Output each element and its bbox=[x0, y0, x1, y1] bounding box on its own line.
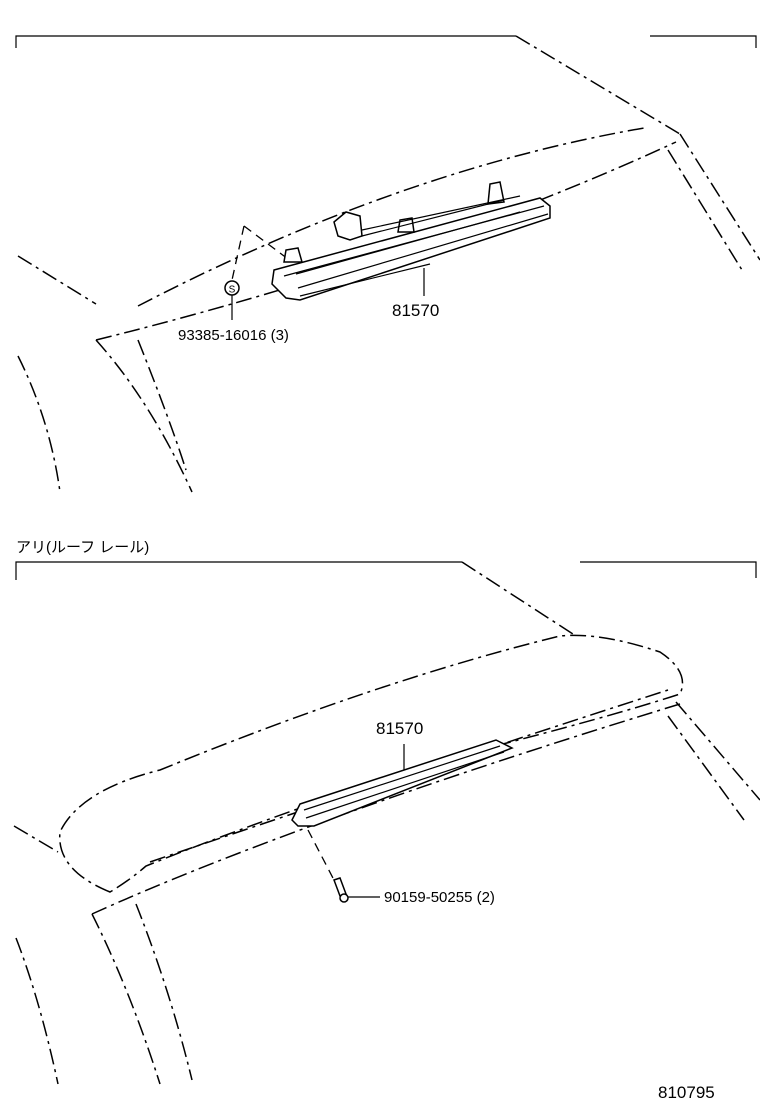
illustration-number: 810795 bbox=[658, 1083, 715, 1102]
wire-harness bbox=[361, 195, 521, 231]
pillar-line-left bbox=[17, 355, 61, 493]
upper-glass-line bbox=[137, 127, 645, 307]
mount-tab-right bbox=[487, 181, 505, 205]
body-side-line bbox=[679, 133, 760, 261]
lamp-body bbox=[271, 197, 551, 301]
spoiler-inner-line bbox=[149, 689, 669, 863]
mount-tab-left bbox=[283, 247, 303, 263]
fastener-number-bottom: 90159-50255 (2) bbox=[384, 889, 495, 906]
top-frame-right bbox=[650, 35, 757, 48]
top-frame-left bbox=[15, 35, 516, 48]
roof-spoiler-outline bbox=[59, 634, 684, 893]
lamp-line-bottom-2 bbox=[305, 751, 505, 819]
fastener-number-top: 93385-16016 (3) bbox=[178, 327, 289, 344]
lamp-part-number-top: 81570 bbox=[392, 301, 439, 320]
pillar-outer-bottom bbox=[91, 913, 161, 1085]
lamp-part-number-bottom: 81570 bbox=[376, 719, 423, 738]
bottom-frame-left bbox=[15, 561, 462, 580]
pillar-inner-bottom bbox=[135, 903, 193, 1081]
bottom-panel: アリ(ルーフ レール) 81570 90159-50255 (2) bbox=[13, 539, 760, 1085]
high-mount-stop-lamp-top bbox=[271, 181, 551, 301]
screw-guide-left bbox=[231, 225, 245, 281]
roof-edge-line bbox=[515, 35, 681, 135]
lamp-rail bbox=[295, 211, 521, 275]
top-panel: S 93385-16016 (3) 81570 bbox=[15, 35, 760, 493]
body-side-line-bottom bbox=[675, 701, 760, 801]
screw-guide-right bbox=[243, 225, 293, 263]
variant-caption: アリ(ルーフ レール) bbox=[16, 539, 149, 556]
body-side-inner-line bbox=[667, 149, 743, 271]
body-side-inner-bottom bbox=[667, 715, 745, 821]
screw-marker-letter: S bbox=[229, 285, 236, 296]
lamp-lens-line-2 bbox=[299, 263, 431, 297]
lamp-lens-line-1 bbox=[297, 213, 549, 289]
wire-harness-2 bbox=[361, 199, 505, 237]
connector bbox=[333, 211, 363, 241]
screw-guide-bottom bbox=[307, 829, 335, 881]
pillar-left-bottom bbox=[15, 937, 59, 1085]
screw-head bbox=[339, 893, 349, 903]
left-edge-bottom bbox=[13, 825, 59, 853]
pillar-line-inner bbox=[137, 339, 187, 471]
pillar-line-outer bbox=[95, 339, 193, 493]
lamp-line-bottom-1 bbox=[303, 745, 501, 811]
bottom-frame-right bbox=[580, 561, 757, 578]
roof-edge-line-bottom bbox=[461, 561, 577, 637]
high-mount-stop-lamp-bottom bbox=[291, 739, 514, 827]
left-edge-line bbox=[17, 255, 97, 305]
